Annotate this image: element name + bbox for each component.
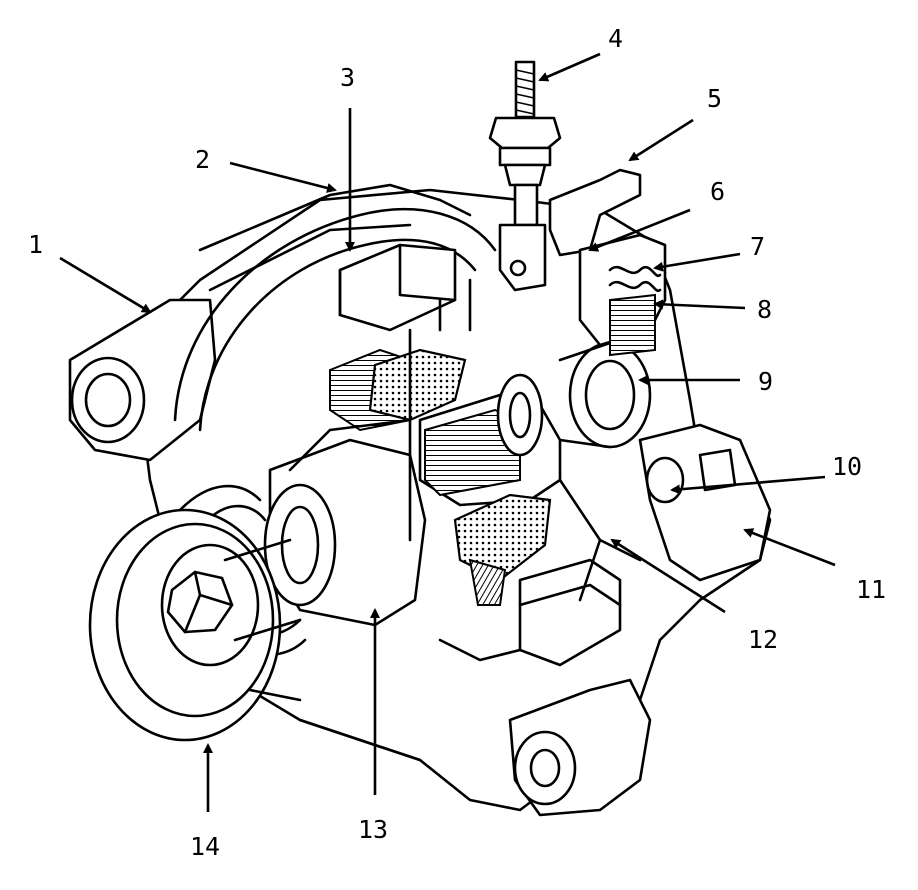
slip-ring-assembly: [568, 341, 652, 449]
output-terminal-stud: [488, 60, 562, 292]
leader-10: [670, 475, 826, 495]
leader-5: [628, 118, 694, 162]
callout-labels: 1 2 3 4 5 6 7 8 9 10 11 12 13 14: [28, 24, 886, 861]
callout-8: 8: [757, 295, 772, 324]
leader-2: [229, 161, 337, 193]
leader-8: [653, 299, 746, 310]
terminal-cover: [548, 168, 642, 257]
callout-9: 9: [758, 367, 773, 396]
callout-11: 11: [856, 575, 886, 604]
callout-6: 6: [710, 177, 725, 206]
left-mounting-hole: [70, 356, 146, 444]
callout-4: 4: [608, 24, 623, 53]
rotor-windings: [424, 408, 521, 497]
stator-dotted-lower: [453, 493, 552, 582]
front-frame-arch: [173, 207, 497, 422]
leader-7: [653, 252, 741, 272]
callout-10: 10: [832, 452, 862, 481]
callout-5: 5: [707, 84, 722, 113]
callout-arrows: [59, 52, 836, 812]
cooling-fan: [178, 484, 307, 657]
drive-pulley: [88, 508, 302, 742]
callout-1: 1: [28, 230, 43, 259]
front-bearing: [263, 483, 337, 607]
alternator-illustration: [68, 60, 772, 817]
callout-13: 13: [358, 815, 388, 844]
callout-14: 14: [190, 832, 220, 861]
brushes: [609, 293, 656, 357]
callout-2: 2: [195, 145, 210, 174]
regulator-cover: [638, 423, 772, 582]
callout-12: 12: [748, 625, 778, 654]
lower-mounting-hole: [513, 730, 577, 806]
leader-6: [588, 208, 691, 252]
brush-springs: [608, 265, 662, 278]
stator-dotted-upper: [368, 348, 467, 422]
callout-7: 7: [750, 232, 765, 261]
leader-4: [538, 52, 601, 82]
leader-12: [610, 538, 726, 614]
pulley-nut: [166, 570, 234, 634]
leader-1: [59, 256, 152, 314]
field-coil-lower: [468, 558, 507, 606]
leader-11: [743, 528, 836, 567]
callout-3: 3: [340, 63, 355, 92]
